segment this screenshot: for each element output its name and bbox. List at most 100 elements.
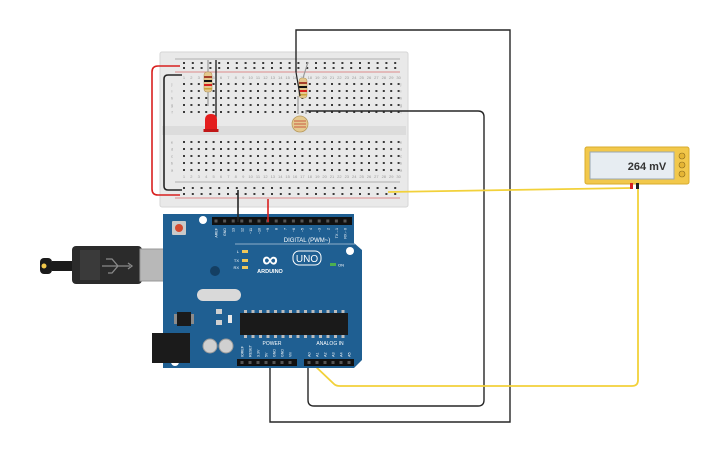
breadboard-hole[interactable]: [375, 83, 378, 85]
breadboard-hole[interactable]: [264, 141, 267, 143]
rail-hole[interactable]: [183, 193, 185, 195]
breadboard-hole[interactable]: [264, 104, 267, 106]
breadboard-hole[interactable]: [308, 169, 311, 171]
breadboard-hole[interactable]: [234, 111, 237, 113]
breadboard-hole[interactable]: [368, 83, 370, 85]
breadboard-hole[interactable]: [345, 162, 348, 164]
breadboard-hole[interactable]: [197, 83, 200, 85]
rail-hole[interactable]: [385, 193, 388, 195]
breadboard-hole[interactable]: [242, 104, 245, 106]
rail-hole[interactable]: [323, 187, 326, 189]
breadboard-hole[interactable]: [397, 83, 400, 85]
breadboard-hole[interactable]: [397, 104, 400, 106]
breadboard-hole[interactable]: [368, 90, 370, 92]
breadboard-hole[interactable]: [382, 169, 385, 171]
breadboard-hole[interactable]: [316, 104, 319, 106]
rail-hole[interactable]: [315, 67, 317, 69]
rail-hole[interactable]: [191, 187, 194, 189]
rail-hole[interactable]: [209, 193, 212, 195]
breadboard-hole[interactable]: [382, 148, 385, 150]
rail-hole[interactable]: [253, 67, 256, 69]
breadboard-hole[interactable]: [234, 162, 237, 164]
breadboard-hole[interactable]: [220, 97, 222, 99]
breadboard-hole[interactable]: [279, 162, 282, 164]
breadboard-hole[interactable]: [316, 148, 319, 150]
breadboard-hole[interactable]: [242, 83, 245, 85]
analog-pin-hole[interactable]: [331, 361, 335, 364]
breadboard-hole[interactable]: [242, 155, 245, 157]
breadboard-hole[interactable]: [205, 169, 208, 171]
breadboard-hole[interactable]: [390, 155, 393, 157]
breadboard-hole[interactable]: [257, 83, 259, 85]
digital-header[interactable]: [212, 217, 352, 225]
breadboard-hole[interactable]: [271, 111, 274, 113]
breadboard-hole[interactable]: [301, 155, 304, 157]
breadboard-hole[interactable]: [242, 141, 245, 143]
breadboard-hole[interactable]: [257, 155, 259, 157]
breadboard-hole[interactable]: [338, 90, 341, 92]
breadboard-hole[interactable]: [316, 169, 319, 171]
multimeter-knob[interactable]: [678, 170, 686, 178]
rail-hole[interactable]: [191, 193, 194, 195]
rail-hole[interactable]: [244, 62, 247, 64]
breadboard-hole[interactable]: [183, 141, 185, 143]
breadboard-hole[interactable]: [397, 148, 400, 150]
rail-hole[interactable]: [376, 187, 379, 189]
breadboard-hole[interactable]: [360, 162, 363, 164]
breadboard-hole[interactable]: [271, 104, 274, 106]
resistor-led[interactable]: [203, 60, 213, 106]
rail-hole[interactable]: [315, 187, 317, 189]
led-red[interactable]: [203, 114, 219, 132]
breadboard-hole[interactable]: [279, 169, 282, 171]
rail-hole[interactable]: [376, 193, 379, 195]
breadboard-hole[interactable]: [279, 155, 282, 157]
breadboard-hole[interactable]: [345, 97, 348, 99]
breadboard-hole[interactable]: [264, 148, 267, 150]
breadboard-hole[interactable]: [353, 97, 356, 99]
breadboard-hole[interactable]: [257, 97, 259, 99]
breadboard-hole[interactable]: [294, 148, 296, 150]
rail-hole[interactable]: [297, 187, 300, 189]
breadboard-hole[interactable]: [286, 111, 289, 113]
rail-hole[interactable]: [306, 187, 309, 189]
breadboard-hole[interactable]: [190, 90, 193, 92]
breadboard-hole[interactable]: [197, 169, 200, 171]
rail-hole[interactable]: [288, 187, 291, 189]
ldr-jumper-black[interactable]: [295, 71, 301, 97]
rail-hole[interactable]: [350, 67, 353, 69]
breadboard-hole[interactable]: [234, 148, 237, 150]
breadboard-hole[interactable]: [375, 104, 378, 106]
breadboard-hole[interactable]: [360, 148, 363, 150]
breadboard-hole[interactable]: [279, 111, 282, 113]
breadboard-hole[interactable]: [286, 97, 289, 99]
rail-hole[interactable]: [191, 62, 194, 64]
breadboard-hole[interactable]: [286, 169, 289, 171]
breadboard-hole[interactable]: [212, 162, 215, 164]
breadboard-hole[interactable]: [190, 148, 193, 150]
breadboard-hole[interactable]: [382, 83, 385, 85]
rail-hole[interactable]: [306, 67, 309, 69]
rail-hole[interactable]: [359, 67, 361, 69]
breadboard-hole[interactable]: [397, 162, 400, 164]
breadboard-hole[interactable]: [205, 97, 208, 99]
power-jack-icon[interactable]: [152, 333, 190, 363]
usb-cable-icon[interactable]: [40, 246, 171, 284]
breadboard-hole[interactable]: [345, 90, 348, 92]
breadboard-hole[interactable]: [323, 169, 326, 171]
breadboard-hole[interactable]: [323, 83, 326, 85]
rail-hole[interactable]: [209, 62, 212, 64]
breadboard-hole[interactable]: [294, 83, 296, 85]
breadboard-hole[interactable]: [279, 141, 282, 143]
rail-hole[interactable]: [341, 67, 344, 69]
rail-hole[interactable]: [262, 62, 265, 64]
photoresistor[interactable]: [291, 96, 309, 133]
breadboard-hole[interactable]: [301, 148, 304, 150]
rail-hole[interactable]: [262, 187, 265, 189]
rail-hole[interactable]: [253, 62, 256, 64]
breadboard-hole[interactable]: [212, 111, 215, 113]
rail-hole[interactable]: [271, 62, 273, 64]
breadboard-hole[interactable]: [264, 162, 267, 164]
breadboard-hole[interactable]: [227, 162, 230, 164]
breadboard-hole[interactable]: [286, 155, 289, 157]
rail-hole[interactable]: [385, 67, 388, 69]
